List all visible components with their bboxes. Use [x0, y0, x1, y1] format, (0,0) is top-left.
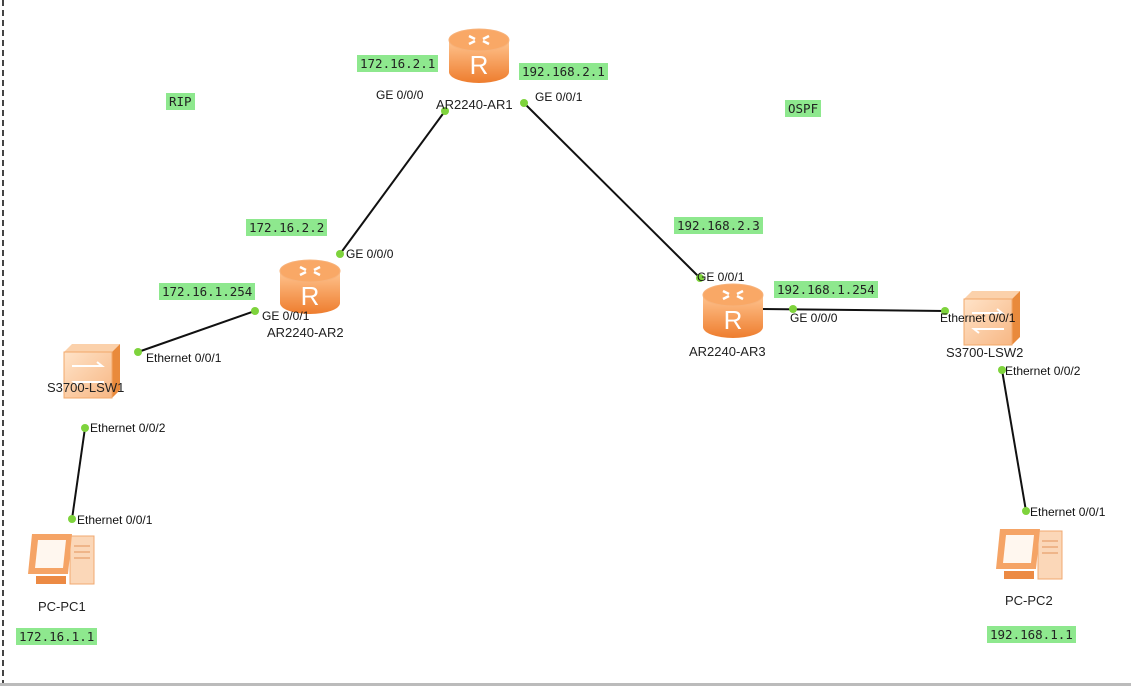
- port-lsw2-e1: Ethernet 0/0/1: [940, 311, 1016, 325]
- ip-ar1-g1: 192.168.2.1: [519, 63, 608, 80]
- device-name-ar1[interactable]: AR2240-AR1: [436, 97, 513, 112]
- port-ar3-g0: GE 0/0/0: [790, 311, 838, 325]
- links: [71, 102, 1027, 520]
- port-ar3-g1: GE 0/0/1: [697, 270, 745, 284]
- device-name-pc1[interactable]: PC-PC1: [38, 599, 86, 614]
- ip-pc1: 172.16.1.1: [16, 628, 98, 645]
- device-name-ar2[interactable]: AR2240-AR2: [267, 325, 344, 340]
- pc1-icon[interactable]: [27, 533, 95, 585]
- port-dot: [941, 307, 949, 315]
- pc2-icon[interactable]: [995, 528, 1063, 580]
- ip-ar1-g0: 172.16.2.1: [357, 55, 439, 72]
- device-name-ar3[interactable]: AR2240-AR3: [689, 344, 766, 359]
- ip-ar3-g1: 192.168.2.3: [674, 217, 763, 234]
- port-dot: [520, 99, 528, 107]
- device-name-lsw2[interactable]: S3700-LSW2: [946, 345, 1024, 360]
- link-ar1-ar3[interactable]: [523, 102, 701, 279]
- port-dot: [696, 274, 704, 282]
- area-label-ospf: OSPF: [785, 100, 822, 117]
- port-lsw1-e1: Ethernet 0/0/1: [146, 351, 222, 365]
- ip-pc2: 192.168.1.1: [987, 626, 1076, 643]
- port-dot: [441, 107, 449, 115]
- port-dot: [998, 366, 1006, 374]
- port-dots: [68, 99, 1030, 523]
- port-lsw2-e2: Ethernet 0/0/2: [1005, 364, 1081, 378]
- port-ar2-g1: GE 0/0/1: [262, 309, 310, 323]
- port-pc1: Ethernet 0/0/1: [77, 513, 153, 527]
- area-label-rip: RIP: [166, 93, 195, 110]
- link-lsw2-pc2[interactable]: [1001, 369, 1027, 512]
- port-ar2-g0: GE 0/0/0: [346, 247, 394, 261]
- ip-ar3-g0: 192.168.1.254: [774, 281, 878, 298]
- port-dot: [789, 305, 797, 313]
- port-dot: [134, 348, 142, 356]
- link-ar1-ar2[interactable]: [339, 110, 446, 255]
- port-dot: [1022, 507, 1030, 515]
- canvas-border-left: [2, 0, 4, 686]
- router-ar3-icon[interactable]: [701, 282, 765, 340]
- ip-ar2-g1: 172.16.1.254: [159, 283, 256, 300]
- link-lsw1-pc1[interactable]: [71, 427, 86, 520]
- port-dot: [251, 307, 259, 315]
- link-ar2-lsw1[interactable]: [137, 310, 256, 353]
- port-lsw1-e2: Ethernet 0/0/2: [90, 421, 166, 435]
- device-name-pc2[interactable]: PC-PC2: [1005, 593, 1053, 608]
- port-pc2: Ethernet 0/0/1: [1030, 505, 1106, 519]
- port-dot: [336, 250, 344, 258]
- port-ar1-g1: GE 0/0/1: [535, 90, 583, 104]
- port-dot: [81, 424, 89, 432]
- ip-ar2-g0: 172.16.2.2: [246, 219, 328, 236]
- router-ar2-icon[interactable]: [278, 258, 342, 316]
- port-dot: [68, 515, 76, 523]
- canvas-border-bottom: [0, 683, 1131, 686]
- router-ar1-icon[interactable]: [447, 27, 511, 85]
- device-name-lsw1[interactable]: S3700-LSW1: [47, 380, 125, 395]
- port-ar1-g0: GE 0/0/0: [376, 88, 424, 102]
